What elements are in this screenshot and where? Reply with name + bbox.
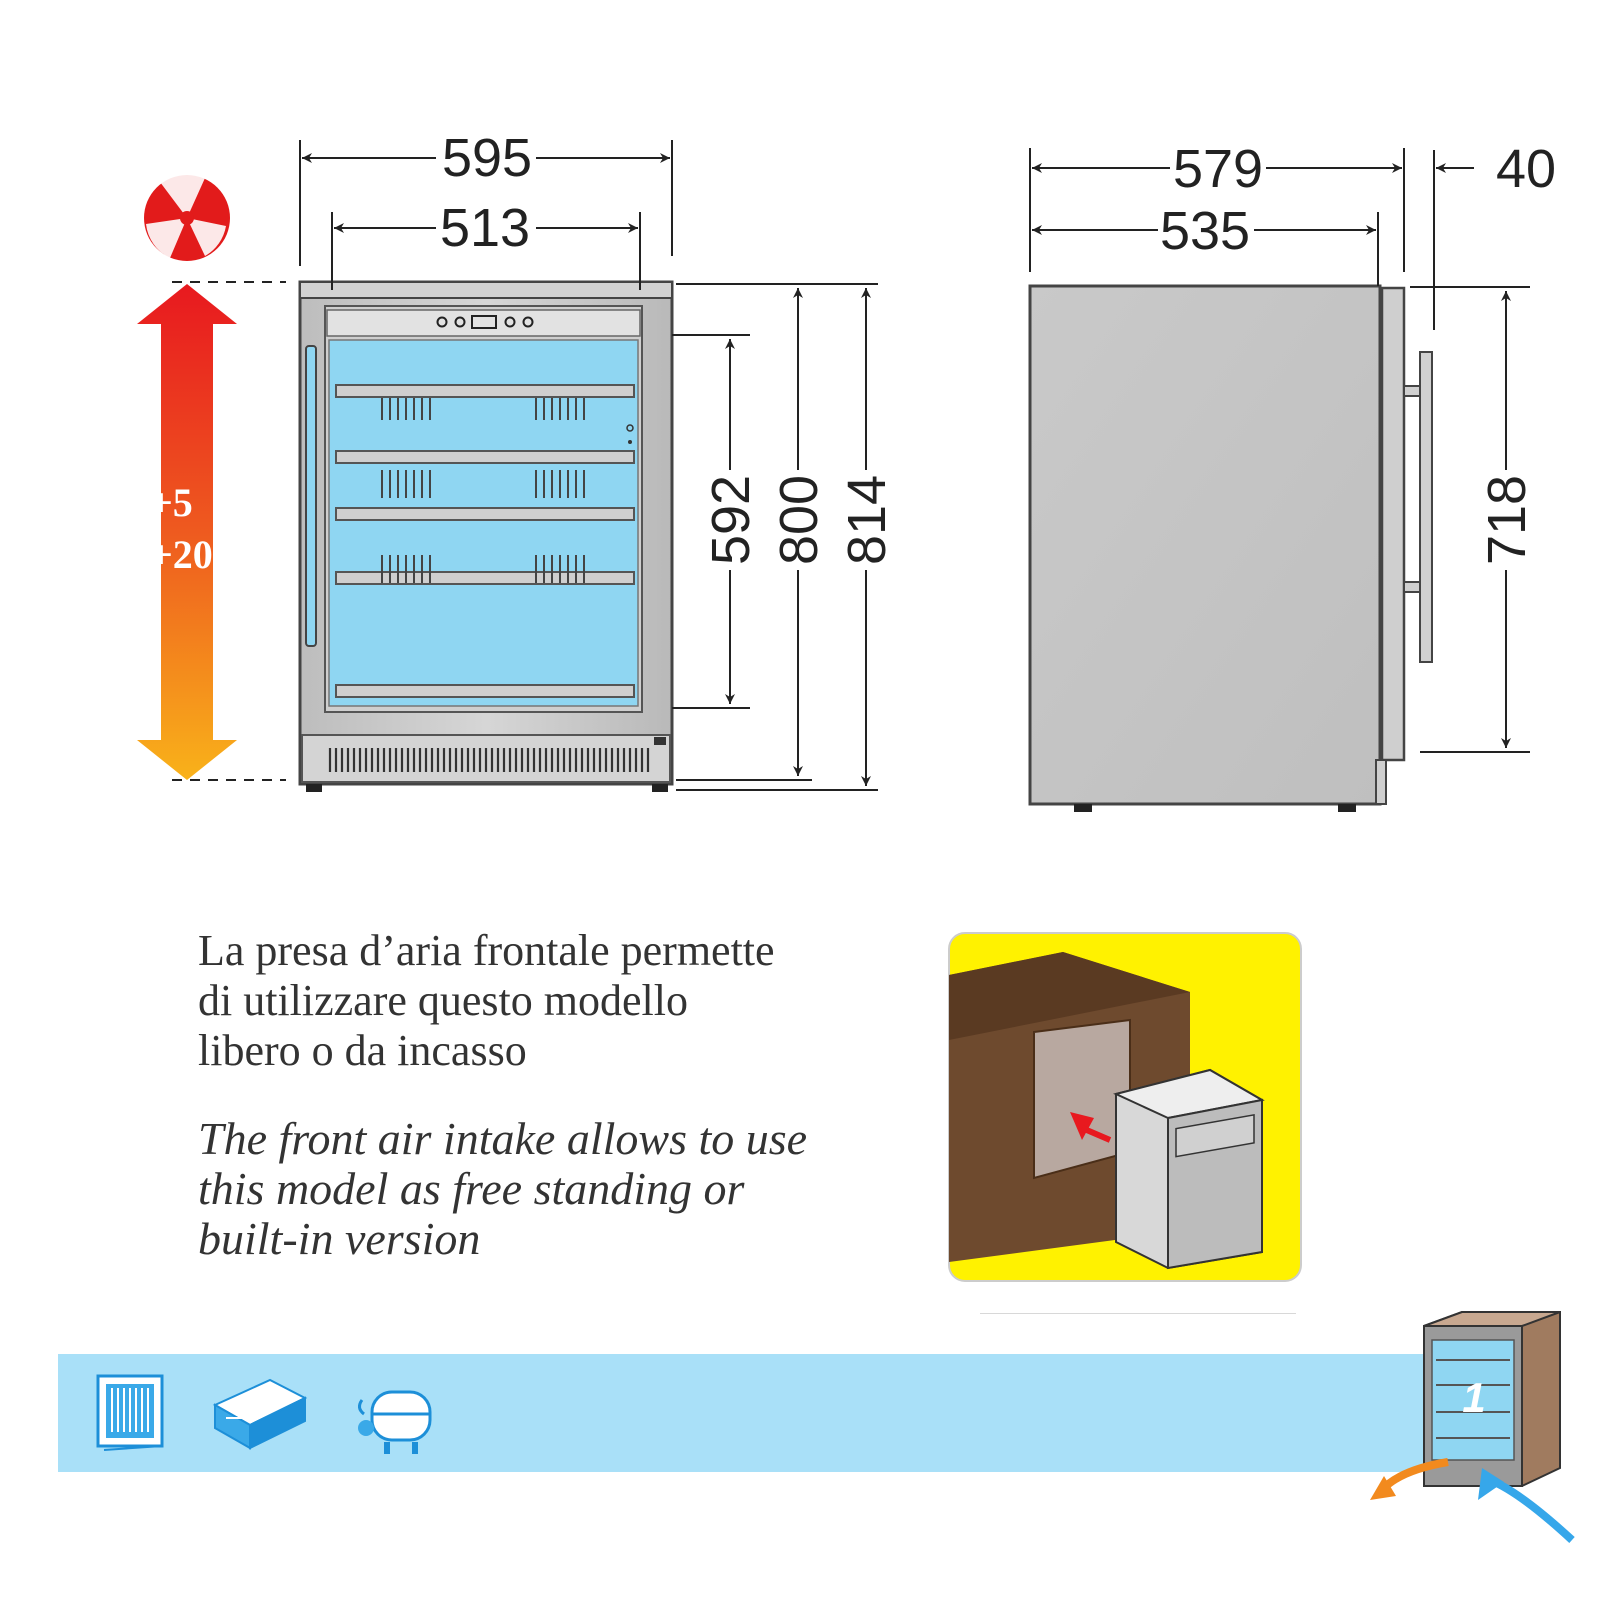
wine-shelves <box>335 384 635 698</box>
temperature-range-indicator: +5 +20 <box>137 173 286 781</box>
description-italian: La presa d’aria frontale permette di uti… <box>198 926 918 1076</box>
dimension-depth-total: 579 <box>1173 139 1263 199</box>
description-italian-line: La presa d’aria frontale permette <box>198 926 775 975</box>
dimension-handle-length: 718 <box>1477 475 1537 565</box>
airflow-badge: 1 <box>1370 1311 1575 1543</box>
front-view-drawing <box>298 280 674 792</box>
inset-divider <box>980 1313 1296 1314</box>
temperature-gradient-arrow <box>137 284 237 780</box>
airflow-badge-number: 1 <box>1462 1374 1485 1421</box>
door-handle <box>305 345 317 647</box>
dimension-width-inner: 513 <box>440 198 530 258</box>
dimension-door-thickness: 40 <box>1496 139 1556 199</box>
snowflake-fan-icon <box>144 173 230 261</box>
compressor-icon <box>357 1390 432 1454</box>
cold-air-in-arrow <box>1488 1476 1575 1543</box>
side-dimensions <box>1029 148 1530 753</box>
dimension-width-outer: 595 <box>442 128 532 188</box>
control-panel-buttons <box>436 315 534 329</box>
description-english-line: The front air intake allows to use <box>198 1113 808 1164</box>
description-english-line: built-in version <box>198 1213 481 1264</box>
description-english: The front air intake allows to use this … <box>198 1114 918 1264</box>
description-italian-line: libero o da incasso <box>198 1026 527 1075</box>
temperature-min-label: +5 <box>150 480 193 525</box>
description-italian-line: di utilizzare questo modello <box>198 976 688 1025</box>
side-view-drawing <box>1028 284 1433 812</box>
front-glass-panel <box>328 339 639 707</box>
control-unit-icon <box>212 1378 308 1450</box>
glass-door-icon <box>96 1374 164 1451</box>
dimension-height-body: 800 <box>769 475 829 565</box>
built-in-illustration <box>948 932 1302 1282</box>
bottle-grips <box>381 398 585 583</box>
description-english-line: this model as free standing or <box>198 1163 745 1214</box>
temperature-max-label: +20 <box>150 532 213 577</box>
dimension-depth-body: 535 <box>1160 201 1250 261</box>
dimension-height-glass: 592 <box>701 475 761 565</box>
dimension-height-total: 814 <box>837 475 897 565</box>
side-handle <box>1419 351 1433 663</box>
front-dimensions <box>299 140 878 791</box>
